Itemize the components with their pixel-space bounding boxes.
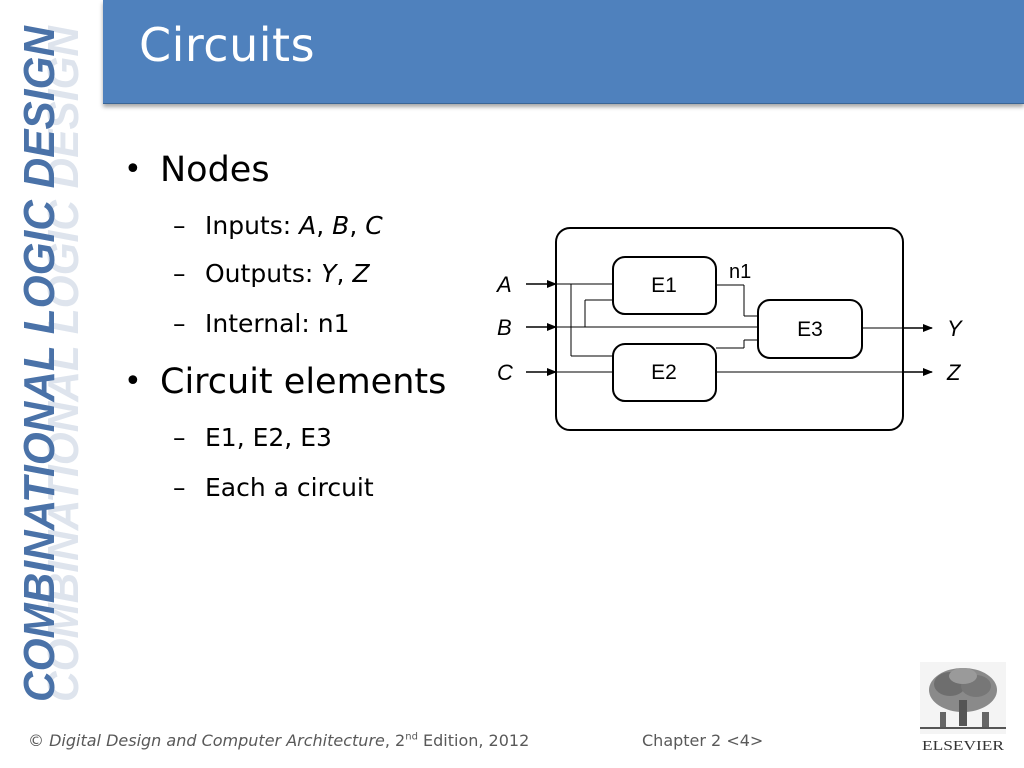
slide-title: Circuits — [139, 18, 316, 72]
internal-node-label: n1 — [729, 261, 751, 283]
element-e1-box — [612, 256, 717, 315]
elsevier-wordmark: ELSEVIER — [922, 739, 1005, 754]
input-label-c: C — [497, 360, 513, 385]
input-label-b: B — [497, 315, 512, 340]
bullet-dot: • — [124, 364, 142, 399]
bullet-elements-label: Circuit elements — [160, 362, 447, 402]
footer-copyright: © Digital Design and Computer Architectu… — [28, 731, 530, 750]
element-e3-box — [757, 299, 863, 359]
copyright-symbol: © — [28, 731, 44, 750]
dash: – — [173, 473, 186, 502]
output-label-z: Z — [946, 360, 962, 385]
element-list-text: E1, E2, E3 — [205, 423, 332, 452]
edition-superscript: nd — [405, 731, 418, 743]
element-e1-label: E1 — [651, 274, 677, 297]
outputs-text: Outputs: Y, Z — [205, 259, 370, 288]
output-label-y: Y — [947, 316, 963, 341]
edition-number: 2 — [395, 731, 406, 750]
each-circuit-text: Each a circuit — [205, 473, 374, 502]
dash: – — [173, 211, 186, 240]
dash: – — [173, 259, 186, 288]
side-banner: COMBINATIONAL LOGIC DESIGN COMBINATIONAL… — [0, 0, 100, 768]
input-label-a: A — [495, 272, 512, 297]
element-e2-label: E2 — [651, 361, 677, 384]
edition-rest: Edition, 2012 — [417, 731, 530, 750]
inputs-text: Inputs: A, B, C — [205, 211, 383, 240]
internal-wires — [556, 283, 903, 373]
circuit-diagram: A B C — [486, 220, 986, 445]
element-e3-label: E3 — [797, 318, 823, 341]
side-banner-text: COMBINATIONAL LOGIC DESIGN — [15, 25, 64, 702]
book-title: Digital Design and Computer Architecture — [49, 731, 385, 750]
chapter-page: Chapter 2 <4> — [642, 731, 764, 750]
elsevier-logo: ELSEVIER — [920, 662, 1006, 754]
element-e2-box — [612, 343, 717, 402]
title-bar: Circuits — [103, 0, 1024, 104]
dash: – — [173, 309, 186, 338]
dash: – — [173, 423, 186, 452]
bullet-dot: • — [124, 152, 142, 187]
side-banner-reflection: COMBINATIONAL LOGIC DESIGN — [39, 25, 88, 702]
internal-text: Internal: n1 — [205, 309, 350, 338]
bullet-nodes-label: Nodes — [160, 150, 270, 190]
